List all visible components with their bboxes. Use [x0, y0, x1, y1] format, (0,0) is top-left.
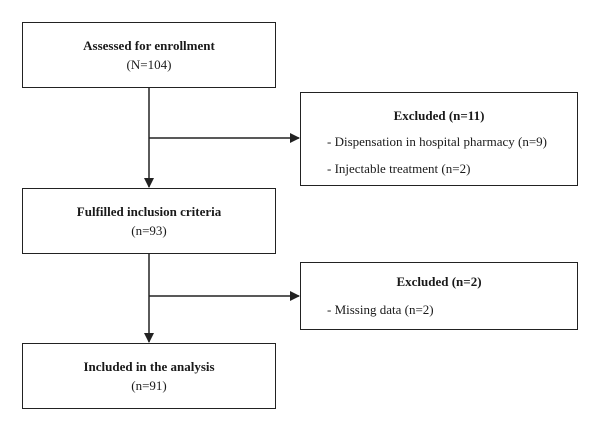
fulfilled-count: (n=93) [131, 223, 167, 238]
excluded-box-2: Excluded (n=2) - Missing data (n=2) [300, 262, 578, 330]
excluded-2-title: Excluded (n=2) [396, 274, 482, 289]
excluded-box-1: Excluded (n=11) - Dispensation in hospit… [300, 92, 578, 186]
excluded-1-item-hospital-pharmacy: - Dispensation in hospital pharmacy (n=9… [327, 134, 547, 149]
included-analysis-box: Included in the analysis (n=91) [22, 343, 276, 409]
included-title: Included in the analysis [83, 359, 215, 374]
included-count: (n=91) [131, 378, 167, 393]
assessed-title: Assessed for enrollment [83, 38, 215, 53]
fulfilled-title: Fulfilled inclusion criteria [76, 204, 222, 219]
excluded-1-title: Excluded (n=11) [393, 108, 485, 123]
excluded-1-item-injectable: - Injectable treatment (n=2) [327, 161, 471, 176]
assessed-for-enrollment-box: Assessed for enrollment (N=104) [22, 22, 276, 88]
assessed-count: (N=104) [126, 57, 172, 72]
fulfilled-inclusion-box: Fulfilled inclusion criteria (n=93) [22, 188, 276, 254]
excluded-2-item-missing-data: - Missing data (n=2) [327, 302, 434, 317]
